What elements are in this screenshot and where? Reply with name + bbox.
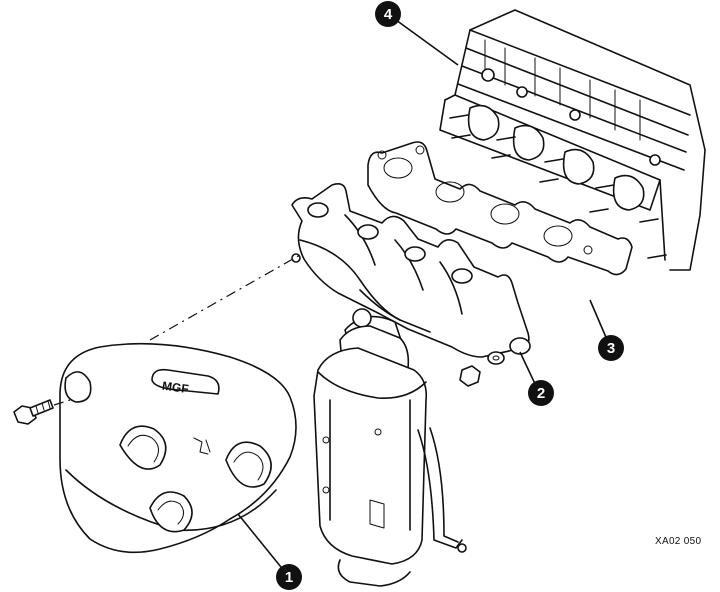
leader-1 <box>237 513 286 573</box>
heat-shield: MGF <box>59 342 297 554</box>
catalytic-converter <box>313 325 467 587</box>
reference-code: XA02 050 <box>655 536 702 547</box>
alignment-line <box>149 254 301 341</box>
svg-text:4: 4 <box>384 6 393 23</box>
callout-4: 4 <box>375 1 401 27</box>
callout-1: 1 <box>276 564 302 590</box>
svg-text:1: 1 <box>285 569 293 586</box>
manifold-gasket <box>367 141 633 276</box>
heat-shield-bolt <box>13 399 54 425</box>
cylinder-head <box>439 9 706 271</box>
callout-2: 2 <box>528 380 554 406</box>
leader-4 <box>395 19 459 66</box>
leader-3 <box>589 299 609 343</box>
svg-text:3: 3 <box>607 340 615 357</box>
heat-shield-logo: MGF <box>161 379 189 397</box>
svg-text:2: 2 <box>537 385 545 402</box>
callout-3: 3 <box>598 335 624 361</box>
